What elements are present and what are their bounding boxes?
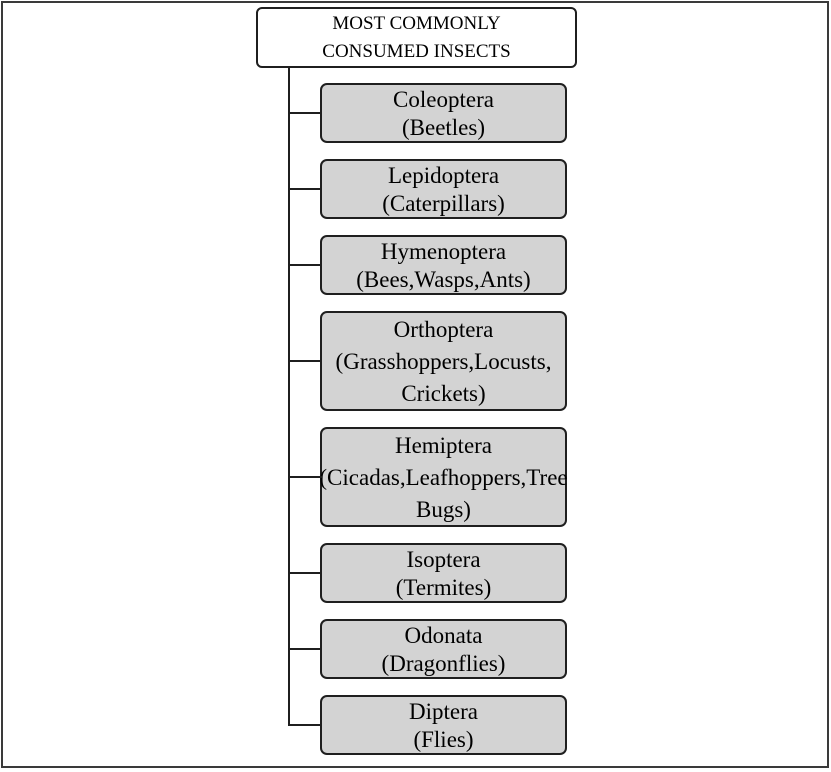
connector-stub bbox=[288, 188, 322, 190]
order-box-diptera: Diptera(Flies) bbox=[288, 695, 567, 755]
order-box-orthoptera: Orthoptera (Grasshoppers,Locusts, Crickets… bbox=[288, 311, 567, 411]
order-name: Lepidoptera bbox=[387, 162, 500, 188]
order-common-names: (Grasshoppers,Locusts, bbox=[335, 348, 552, 374]
order-box-lepidoptera: Lepidoptera(Caterpillars) bbox=[288, 159, 567, 219]
connector-stub bbox=[288, 360, 322, 362]
order-name: Diptera bbox=[409, 698, 478, 724]
root-box-most-commonly-consumed-insects: MOST COMMONLY CONSUMED INSECTS bbox=[256, 7, 577, 68]
order-name: Coleoptera bbox=[393, 86, 494, 112]
order-common-names: (Caterpillars) bbox=[382, 190, 505, 216]
order-common-names: (Dragonflies) bbox=[381, 650, 506, 676]
order-common-names: (Bees,Wasps,Ants) bbox=[356, 266, 531, 292]
connector-stub bbox=[288, 724, 322, 726]
order-box-hymenoptera: Hymenoptera(Bees,Wasps,Ants) bbox=[288, 235, 567, 295]
order-name: Hymenoptera bbox=[380, 238, 507, 264]
order-name: Odonata bbox=[404, 622, 483, 648]
order-box-odonata: Odonata(Dragonflies) bbox=[288, 619, 567, 679]
connector-stub bbox=[288, 112, 322, 114]
connector-trunk-line bbox=[288, 66, 290, 726]
order-common-names: Bugs) bbox=[416, 496, 471, 522]
order-common-names: (Beetles) bbox=[401, 114, 485, 140]
connector-stub bbox=[288, 648, 322, 650]
order-box-coleoptera: Coleoptera(Beetles) bbox=[288, 83, 567, 143]
order-name: Isoptera bbox=[406, 546, 481, 572]
connector-stub bbox=[288, 572, 322, 574]
order-common-names: Crickets) bbox=[401, 380, 486, 406]
connector-stub bbox=[288, 476, 322, 478]
root-title-line-2: CONSUMED INSECTS bbox=[322, 41, 511, 63]
order-common-names: (Termites) bbox=[395, 574, 492, 600]
order-box-isoptera: Isoptera(Termites) bbox=[288, 543, 567, 603]
root-title-line-1: MOST COMMONLY bbox=[332, 12, 501, 34]
insect-orders: Coleoptera(Beetles) Lepidoptera(Caterpill… bbox=[288, 83, 568, 755]
order-name: Hemiptera bbox=[394, 432, 493, 458]
order-common-names: (Cicadas,Leafhoppers,Tree bbox=[319, 464, 568, 490]
connector-stub bbox=[288, 264, 322, 266]
order-common-names: (Flies) bbox=[413, 726, 474, 752]
order-name: Orthoptera bbox=[393, 316, 494, 342]
